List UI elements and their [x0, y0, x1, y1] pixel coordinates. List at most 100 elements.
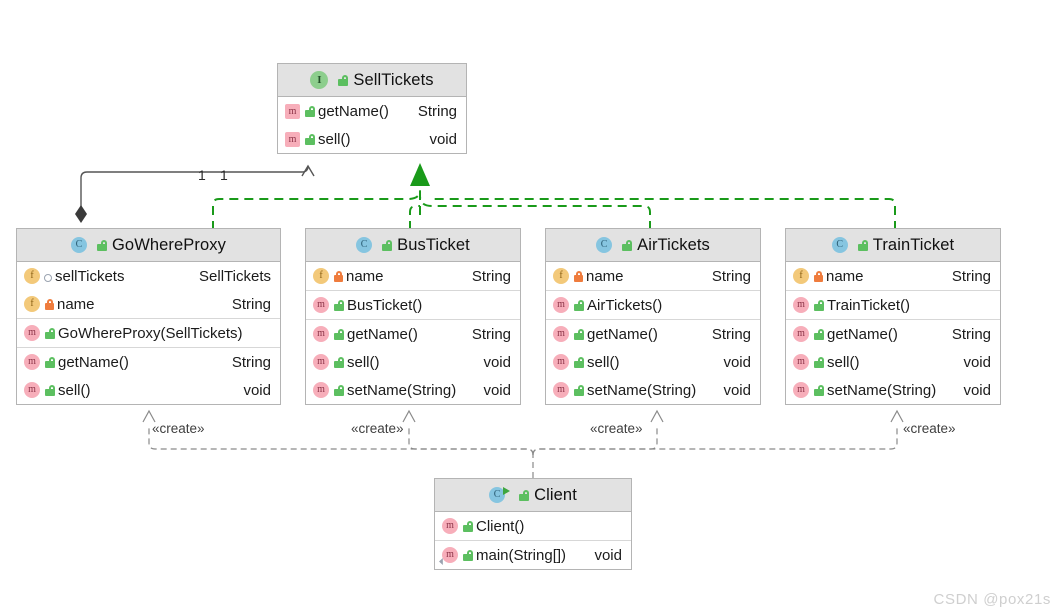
member-row[interactable]: m Client() [435, 512, 631, 540]
private-visibility-icon [814, 270, 823, 282]
private-visibility-icon [45, 298, 54, 310]
member-name: name [826, 267, 864, 285]
member-type: String [711, 267, 751, 285]
class-methods-section: m getName() String m sell() void m setNa… [306, 320, 520, 404]
class-title-trainticket: TrainTicket [872, 235, 955, 254]
member-name: Client() [476, 517, 525, 535]
member-row[interactable]: m getName() String [17, 348, 280, 376]
class-fields-section: f sellTickets SellTickets f name String [17, 262, 280, 319]
member-name: main(String[]) [476, 546, 567, 564]
member-row[interactable]: m sell() void [546, 348, 760, 376]
member-type: void [723, 353, 751, 371]
class-header-airtickets: C AirTickets [546, 229, 760, 262]
public-visibility-icon [382, 239, 393, 251]
member-row[interactable]: m GoWhereProxy(SellTickets) [17, 319, 280, 347]
dependency-label-busticket: «create» [351, 421, 404, 436]
runnable-class-icon: C [489, 487, 511, 503]
member-type: String [471, 267, 511, 285]
member-name: setName(String) [347, 381, 457, 399]
method-icon: m [24, 382, 40, 398]
method-icon: m [793, 297, 809, 313]
public-visibility-icon [574, 356, 584, 368]
member-row[interactable]: m sell() void [306, 348, 520, 376]
public-visibility-icon [574, 384, 584, 396]
member-row[interactable]: f name String [546, 262, 760, 290]
field-icon: f [553, 268, 569, 284]
class-icon: C [831, 237, 848, 253]
member-row[interactable]: f name String [786, 262, 1000, 290]
dependency-edges [142, 409, 904, 478]
member-name: TrainTicket() [827, 296, 911, 314]
class-box-gowhereproxy[interactable]: C GoWhereProxy f sellTickets SellTickets… [16, 228, 281, 405]
field-icon: f [24, 268, 40, 284]
public-visibility-icon [463, 549, 473, 561]
class-box-airtickets[interactable]: C AirTickets f name String m AirTickets(… [545, 228, 761, 405]
public-visibility-icon [334, 328, 344, 340]
class-constructor-section: m AirTickets() [546, 291, 760, 320]
member-type: void [723, 381, 751, 399]
method-icon: m [793, 326, 809, 342]
member-row[interactable]: m getName() String [306, 320, 520, 348]
member-row[interactable]: m AirTickets() [546, 291, 760, 319]
member-name: sell() [318, 130, 351, 148]
public-visibility-icon [305, 133, 315, 145]
method-icon: m [553, 297, 569, 313]
dependency-label-trainticket: «create» [903, 421, 956, 436]
class-constructor-section: m BusTicket() [306, 291, 520, 320]
method-icon: m [793, 382, 809, 398]
member-row[interactable]: m getName() String [546, 320, 760, 348]
class-title-airtickets: AirTickets [637, 235, 710, 254]
class-methods-section: m getName() String m sell() void [17, 348, 280, 404]
public-visibility-icon [305, 105, 315, 117]
member-row[interactable]: m BusTicket() [306, 291, 520, 319]
method-icon: m [553, 326, 569, 342]
public-visibility-icon [574, 299, 584, 311]
member-row[interactable]: m main(String[]) void [435, 541, 631, 569]
public-visibility-icon [45, 327, 55, 339]
member-type: void [483, 353, 511, 371]
class-fields-section: f name String [546, 262, 760, 291]
member-name: sell() [58, 381, 91, 399]
member-row[interactable]: m setName(String) void [546, 376, 760, 404]
member-row[interactable]: m setName(String) void [306, 376, 520, 404]
class-fields-section: f name String [306, 262, 520, 291]
member-type: void [243, 381, 271, 399]
member-row[interactable]: f name String [17, 290, 280, 318]
class-box-selltickets[interactable]: I SellTickets m getName() String m sell(… [277, 63, 467, 154]
member-type: String [231, 353, 271, 371]
member-row[interactable]: f name String [306, 262, 520, 290]
public-visibility-icon [814, 356, 824, 368]
member-row[interactable]: m sell() void [278, 125, 466, 153]
field-icon: f [24, 296, 40, 312]
member-name: getName() [318, 102, 389, 120]
method-icon: m [24, 354, 40, 370]
member-row[interactable]: m TrainTicket() [786, 291, 1000, 319]
dependency-label-airtickets: «create» [590, 421, 643, 436]
member-row[interactable]: m sell() void [786, 348, 1000, 376]
class-box-busticket[interactable]: C BusTicket f name String m BusTicket() … [305, 228, 521, 405]
public-visibility-icon [45, 356, 55, 368]
member-name: sell() [347, 353, 380, 371]
method-icon: m [24, 325, 40, 341]
class-box-client[interactable]: C Client m Client() m main(String[]) voi… [434, 478, 632, 570]
class-box-trainticket[interactable]: C TrainTicket f name String m TrainTicke… [785, 228, 1001, 405]
class-title-client: Client [534, 485, 577, 504]
member-row[interactable]: f sellTickets SellTickets [17, 262, 280, 290]
public-visibility-icon [814, 299, 824, 311]
member-row[interactable]: m setName(String) void [786, 376, 1000, 404]
member-row[interactable]: m getName() String [278, 97, 466, 125]
member-row[interactable]: m sell() void [17, 376, 280, 404]
aggregation-edge [75, 164, 315, 223]
public-visibility-icon [45, 384, 55, 396]
member-type: String [951, 267, 991, 285]
member-type: String [951, 325, 991, 343]
member-name: sell() [587, 353, 620, 371]
member-row[interactable]: m getName() String [786, 320, 1000, 348]
member-type: String [711, 325, 751, 343]
class-constructor-section: m TrainTicket() [786, 291, 1000, 320]
field-icon: f [793, 268, 809, 284]
member-name: AirTickets() [587, 296, 663, 314]
member-type: void [963, 381, 991, 399]
class-header-trainticket: C TrainTicket [786, 229, 1000, 262]
